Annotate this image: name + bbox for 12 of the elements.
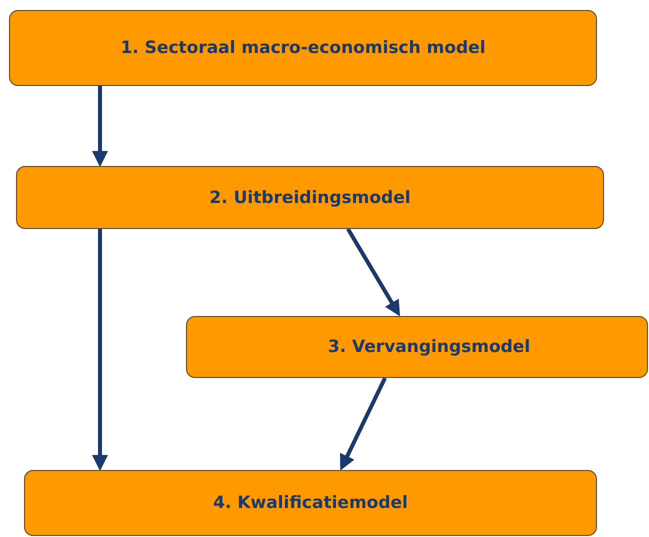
arrow xyxy=(92,229,108,471)
process-box xyxy=(9,10,597,86)
arrow xyxy=(92,86,108,167)
box-label: 4. Kwalificatiemodel xyxy=(213,493,408,513)
box-label: 3. Vervangingsmodel xyxy=(328,337,530,357)
arrow xyxy=(346,228,400,316)
box-label: 1. Sectoraal macro-economisch model xyxy=(120,38,486,58)
box-label: 2. Uitbreidingsmodel xyxy=(209,188,411,208)
process-box xyxy=(16,166,604,229)
process-box xyxy=(186,316,648,378)
arrow xyxy=(340,377,387,471)
process-box xyxy=(24,470,597,536)
